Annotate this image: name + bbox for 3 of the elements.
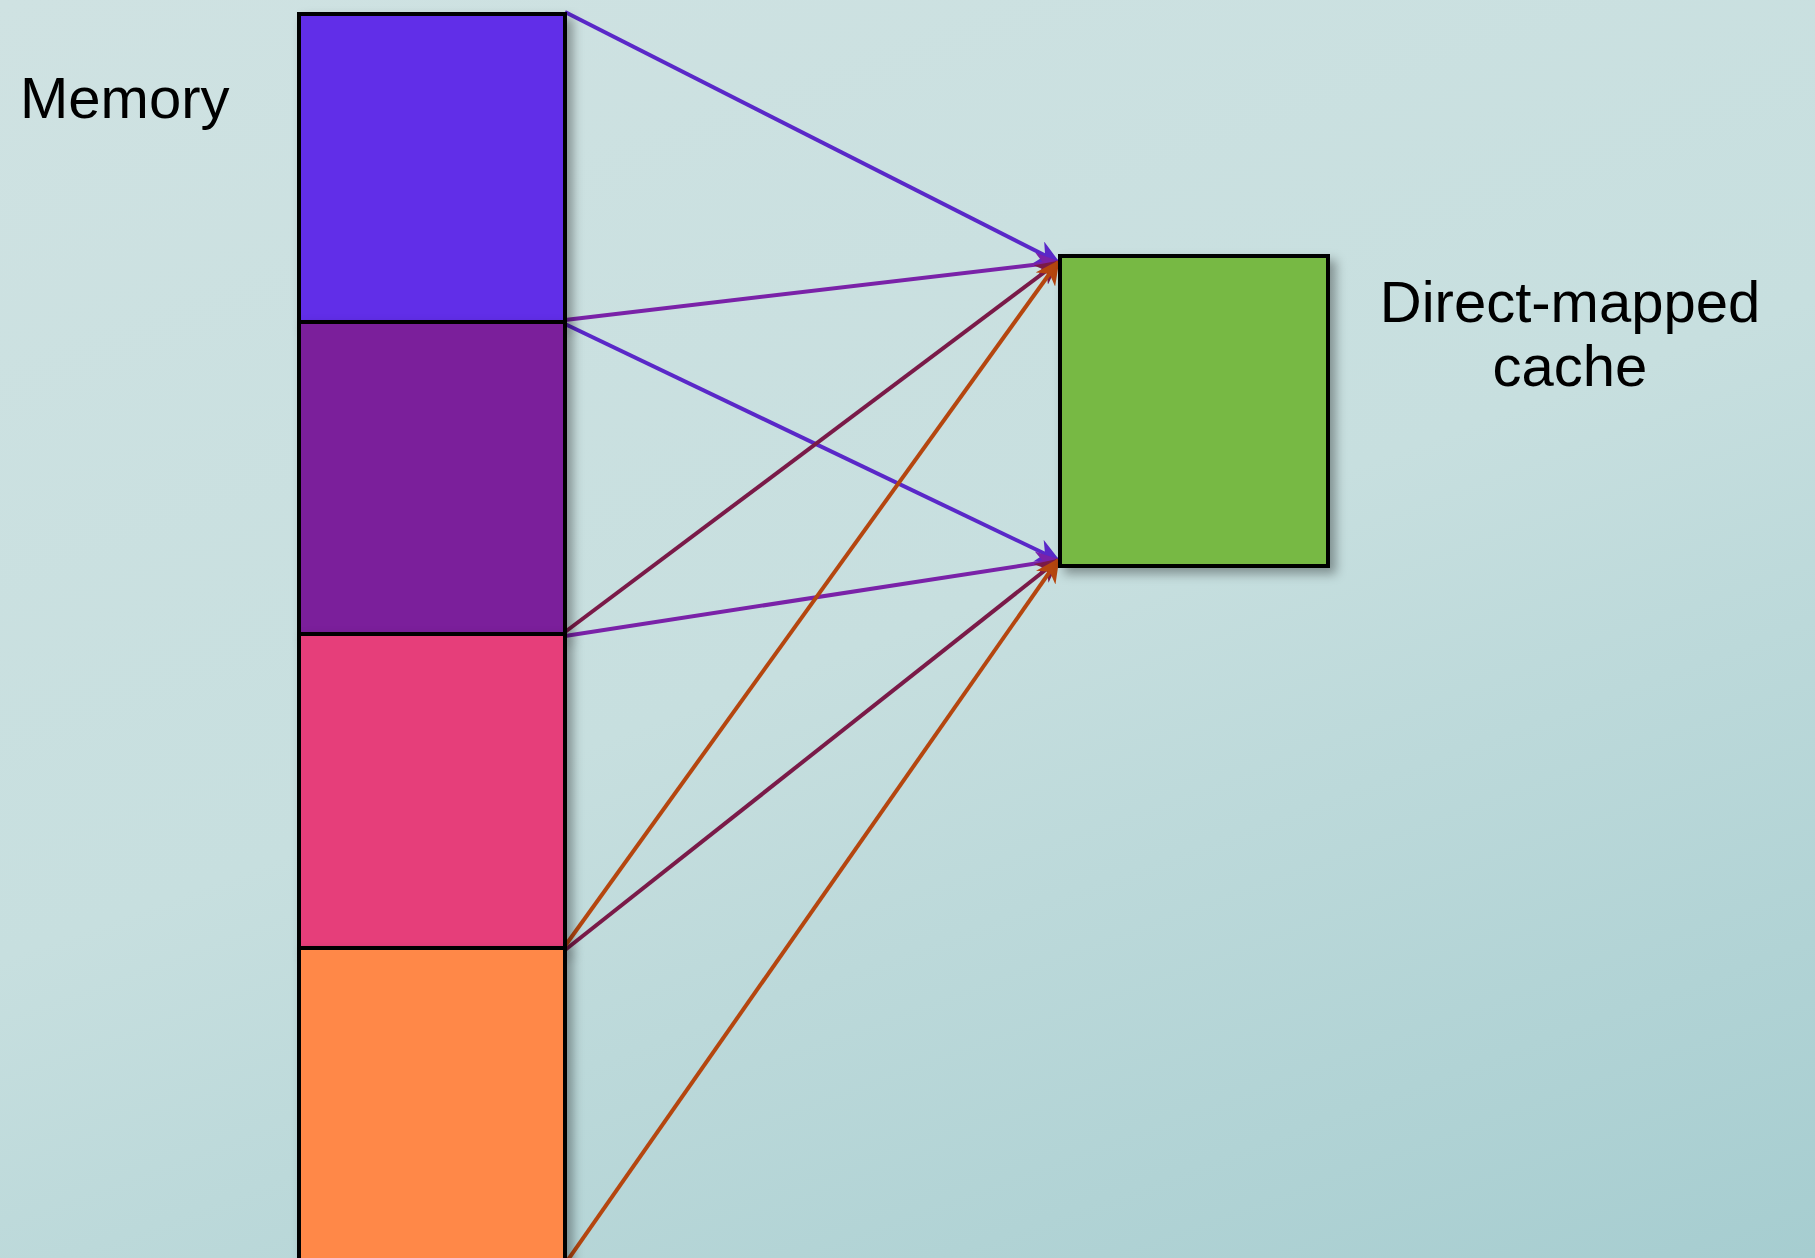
- memory-label: Memory: [20, 66, 230, 130]
- cache-label: Direct-mapped cache: [1378, 270, 1762, 398]
- cache-block: [1058, 254, 1330, 568]
